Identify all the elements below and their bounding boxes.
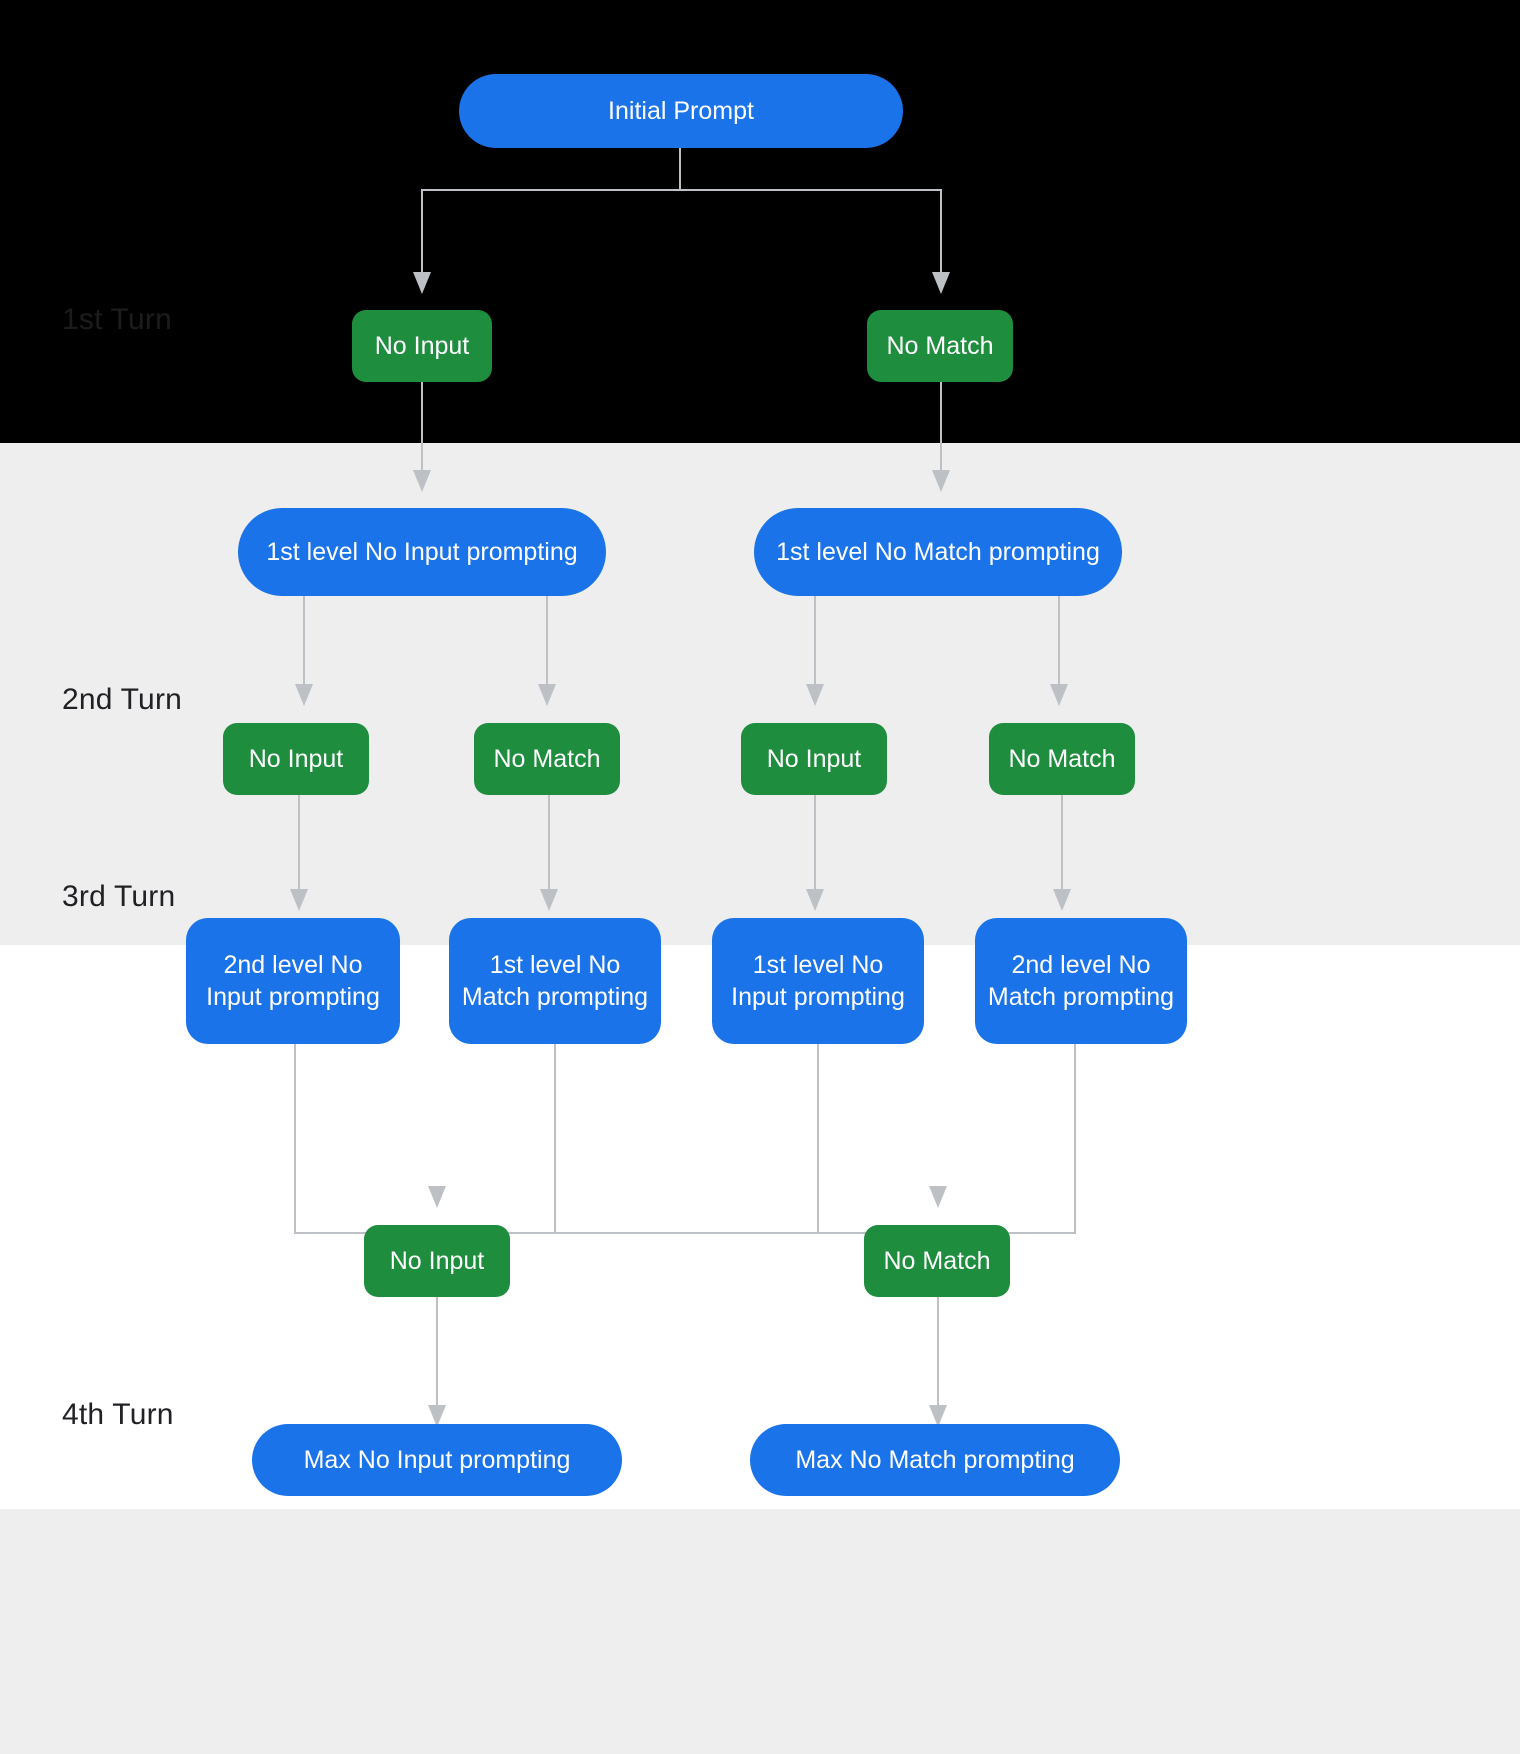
node-turn3-no-input[interactable]: No Input [364,1225,510,1297]
connector-turn1-no-match-down [940,382,942,472]
node-turn3-no-match[interactable]: No Match [864,1225,1010,1297]
node-turn2-no-match-b[interactable]: No Match [989,723,1135,795]
connector-no-match-to-max [937,1297,939,1407]
turn-label-2: 2nd Turn [62,683,183,716]
arrow-merge-to-no-input [428,1186,446,1208]
arrow-turn2-to-no-match-b [1050,684,1068,706]
node-turn3-second-level-no-input-prompting[interactable]: 2nd level No Input prompting [186,918,400,1044]
connector-initial-left-drop [421,189,423,274]
connector-turn3-prompt2-down [554,1044,556,1234]
arrow-turn1-no-input-to-prompt [413,470,431,492]
arrow-turn1-no-match-to-prompt [932,470,950,492]
connector-turn3-prompt1-down [294,1044,296,1234]
node-turn2-no-input-a[interactable]: No Input [223,723,369,795]
connector-initial-split-bar [421,189,942,191]
connector-turn2-prompt1-left-down [303,596,305,686]
connector-no-input-a-down [298,795,300,891]
connector-initial-stem [679,145,681,190]
arrow-no-match-to-max-prompt [929,1405,947,1427]
connector-turn2-prompt2-left-down [814,596,816,686]
connector-turn2-prompt1-right-down [546,596,548,686]
arrow-no-match-a-to-prompt [540,889,558,911]
arrow-no-input-a-to-prompt [290,889,308,911]
connector-no-input-to-max [436,1297,438,1407]
arrow-no-input-to-max-prompt [428,1405,446,1427]
turn-band-4 [0,1509,1520,1754]
node-initial-prompt[interactable]: Initial Prompt [459,74,903,148]
connector-initial-right-drop [940,189,942,274]
turn-label-4: 4th Turn [62,1398,174,1431]
node-turn4-max-no-match-prompting[interactable]: Max No Match prompting [750,1424,1120,1496]
node-turn2-first-level-no-input-prompting[interactable]: 1st level No Input prompting [238,508,606,596]
turn-label-1: 1st Turn [62,303,172,336]
connector-no-match-b-down [1061,795,1063,891]
node-turn1-no-match[interactable]: No Match [867,310,1013,382]
connector-merge-bar [294,1232,1076,1234]
arrow-turn2-to-no-input-a [295,684,313,706]
node-turn2-no-input-b[interactable]: No Input [741,723,887,795]
node-turn2-no-match-a[interactable]: No Match [474,723,620,795]
turn-band-2 [0,443,1520,945]
node-turn3-second-level-no-match-prompting[interactable]: 2nd level No Match prompting [975,918,1187,1044]
connector-turn3-prompt4-down [1074,1044,1076,1234]
node-turn2-first-level-no-match-prompting[interactable]: 1st level No Match prompting [754,508,1122,596]
node-turn1-no-input[interactable]: No Input [352,310,492,382]
connector-turn2-prompt2-right-down [1058,596,1060,686]
arrow-no-match-b-to-prompt [1053,889,1071,911]
turn-band-1 [0,0,1520,443]
connector-turn1-no-input-down [421,382,423,472]
node-turn3-first-level-no-match-prompting[interactable]: 1st level No Match prompting [449,918,661,1044]
arrow-turn2-to-no-input-b [806,684,824,706]
connector-no-match-a-down [548,795,550,891]
arrow-initial-to-turn1-no-input [413,272,431,294]
connector-no-input-b-down [814,795,816,891]
arrow-no-input-b-to-prompt [806,889,824,911]
arrow-initial-to-turn1-no-match [932,272,950,294]
node-turn3-first-level-no-input-prompting[interactable]: 1st level No Input prompting [712,918,924,1044]
turn-label-3: 3rd Turn [62,880,176,913]
node-turn4-max-no-input-prompting[interactable]: Max No Input prompting [252,1424,622,1496]
arrow-turn2-to-no-match-a [538,684,556,706]
connector-turn3-prompt3-down [817,1044,819,1234]
arrow-merge-to-no-match [929,1186,947,1208]
